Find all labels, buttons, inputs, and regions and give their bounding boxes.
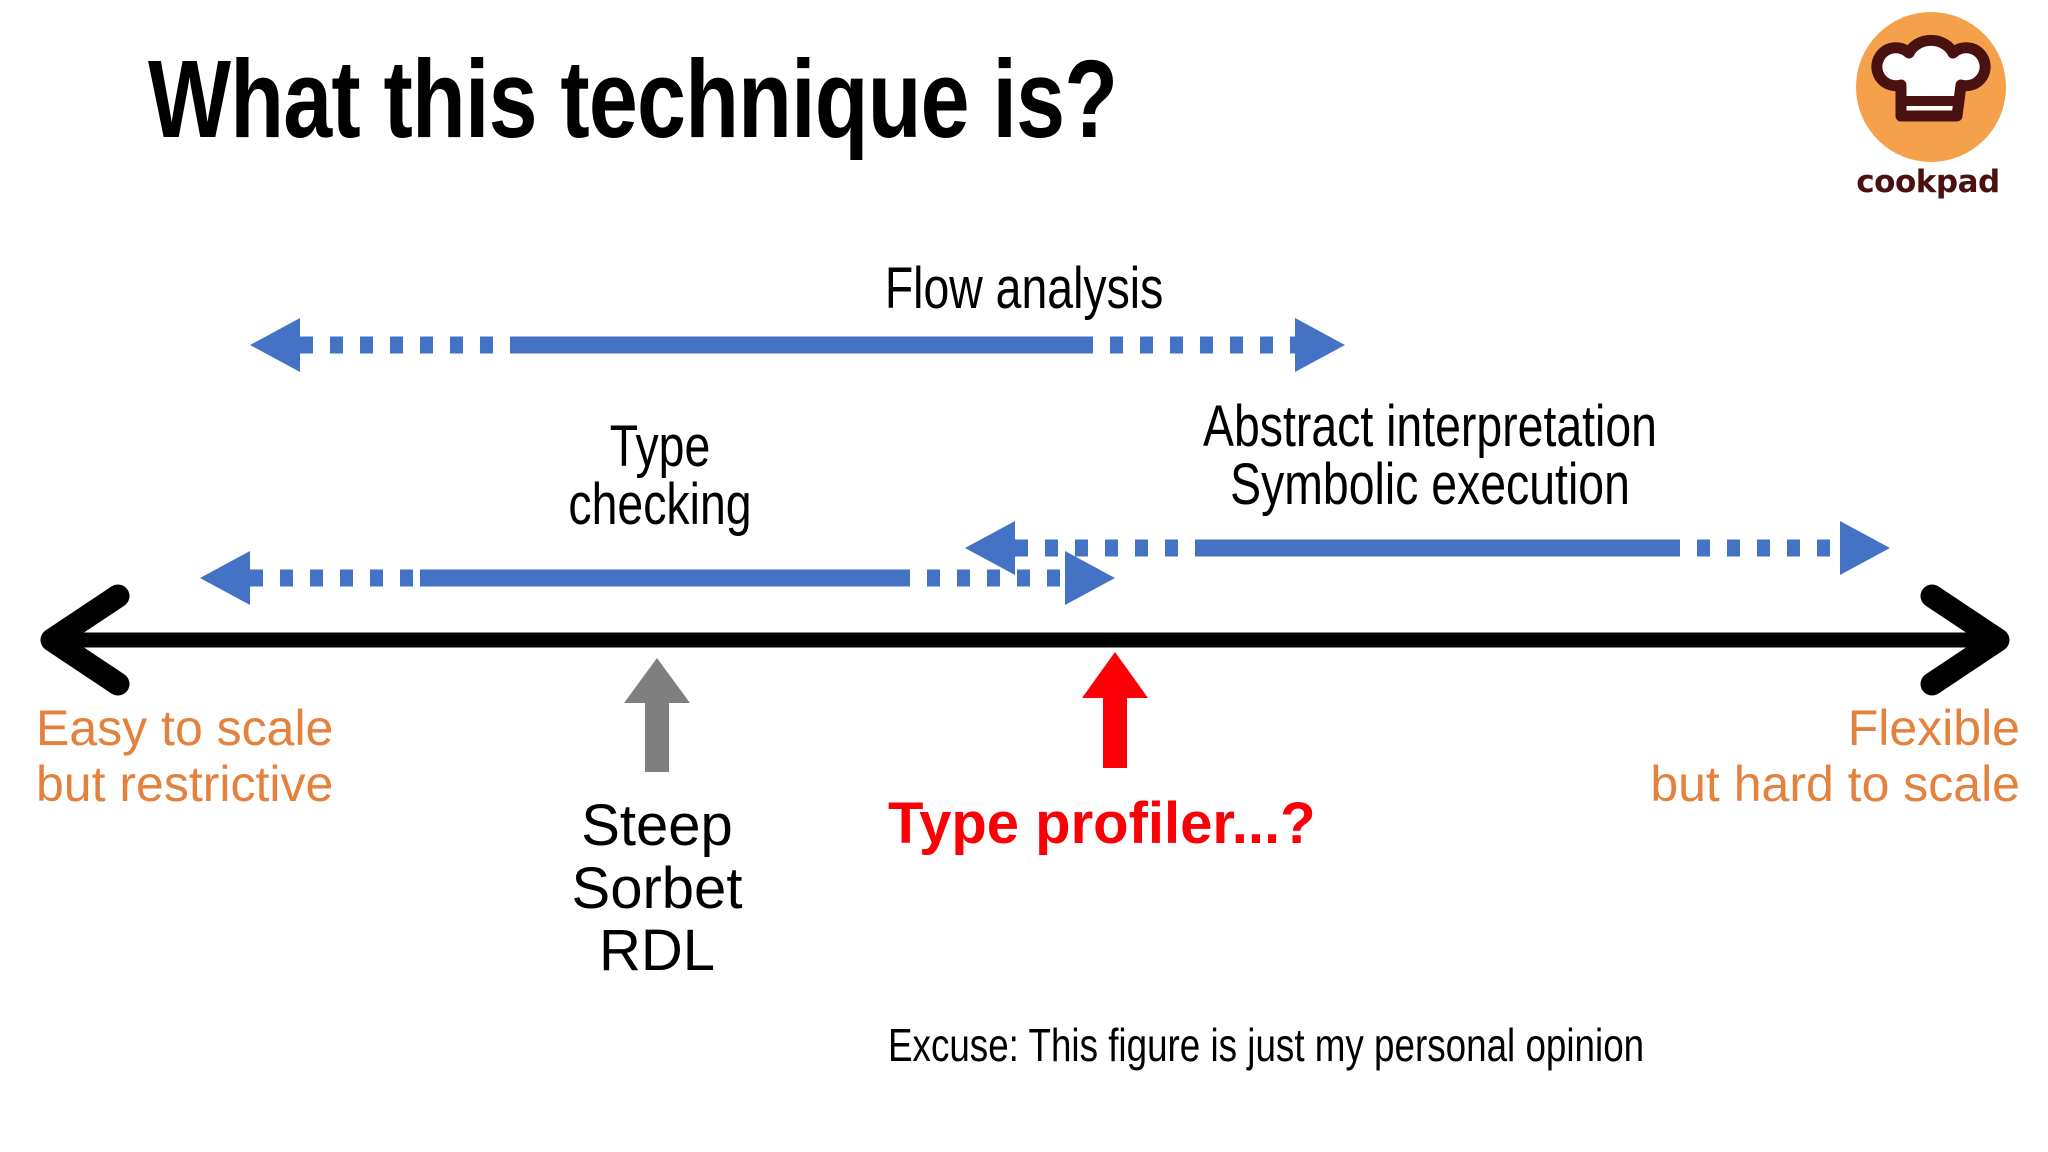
marker-label-existing-tools: Steep Sorbet RDL (497, 793, 817, 984)
page-title: What this technique is? (148, 38, 1118, 161)
range-label-type-checking-line1: Type (609, 414, 711, 479)
range-label-abstract-line1: Abstract interpretation (1203, 394, 1657, 459)
marker-label-tool-2: RDL (598, 918, 716, 984)
spectrum-axis (40, 584, 2010, 696)
range-label-abstract-line2: Symbolic execution (1230, 452, 1630, 517)
marker-arrow-existing-tools (624, 658, 690, 772)
marker-label-tool-1: Sorbet (571, 855, 743, 921)
range-label-type-checking: Type checking (460, 418, 860, 534)
range-arrow-type-checking (200, 551, 1115, 605)
axis-label-left-line2: but restrictive (36, 756, 334, 812)
range-arrow-abstract-interpretation (965, 521, 1890, 575)
axis-label-left-line1: Easy to scale (36, 700, 334, 756)
range-label-type-checking-line2: checking (568, 472, 752, 537)
axis-label-left: Easy to scale but restrictive (36, 700, 333, 812)
footnote: Excuse: This figure is just my personal … (888, 1018, 1833, 1072)
marker-label-type-profiler: Type profiler...? (888, 791, 1316, 856)
cookpad-logo: cookpad (1848, 12, 2008, 212)
marker-arrow-type-profiler (1082, 652, 1148, 768)
axis-label-right: Flexible but hard to scale (1650, 700, 2020, 812)
range-label-flow-analysis: Flow analysis (0, 255, 2048, 322)
footnote-text: Excuse: This figure is just my personal … (888, 1019, 1645, 1071)
chef-hat-icon (1871, 34, 1991, 122)
range-arrow-flow-analysis (250, 318, 1345, 372)
range-label-abstract-interpretation: Abstract interpretation Symbolic executi… (1000, 398, 1860, 514)
range-label-flow-analysis-text: Flow analysis (884, 256, 1164, 321)
axis-label-right-line1: Flexible (1847, 700, 2020, 756)
logo-wordmark: cookpad (1856, 164, 2000, 200)
marker-label-tool-0: Steep (581, 793, 733, 858)
axis-label-right-line2: but hard to scale (1650, 756, 2020, 812)
